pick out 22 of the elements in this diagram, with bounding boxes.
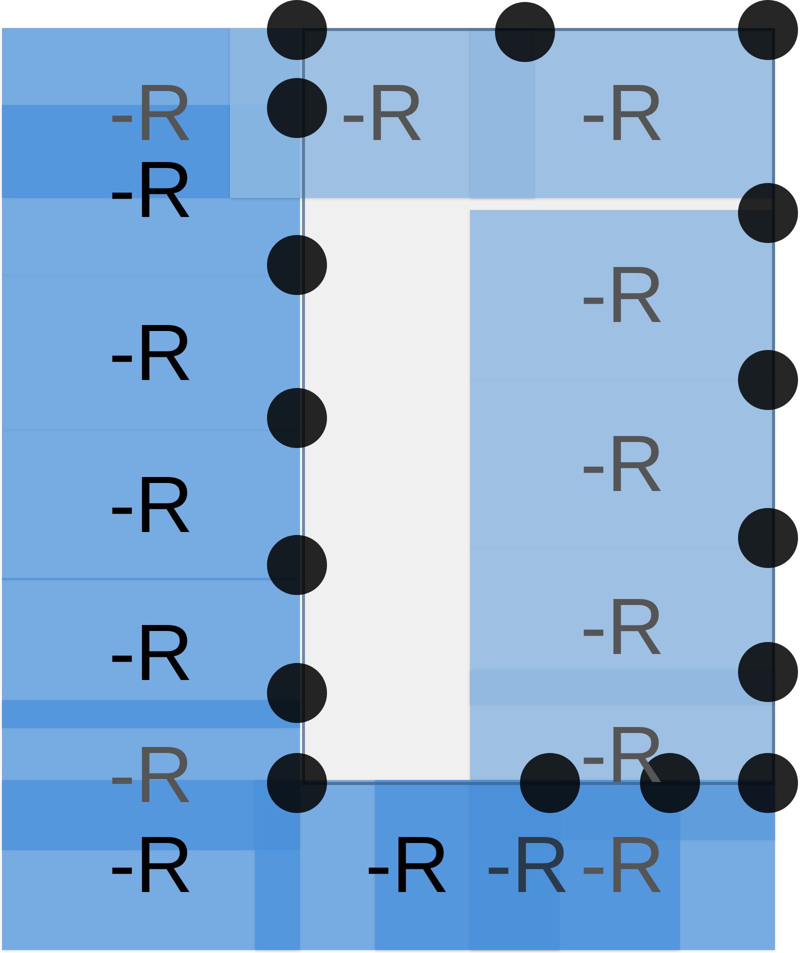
block-label: -R (108, 825, 194, 905)
block-label: -R (108, 150, 194, 230)
block (470, 380, 775, 548)
block-label: -R (108, 613, 194, 693)
block (470, 210, 775, 380)
block-label: -R (365, 825, 450, 905)
block-label: -R (580, 825, 665, 905)
block-label: -R (580, 715, 665, 795)
block (470, 28, 775, 198)
block-label: -R (485, 825, 570, 905)
block-label: -R (580, 424, 665, 504)
block-label: -R (580, 255, 665, 335)
block-label: -R (108, 73, 194, 153)
block (2, 430, 300, 580)
block-label: -R (108, 465, 194, 545)
block (2, 275, 300, 430)
block-label: -R (580, 73, 665, 153)
block (470, 780, 775, 950)
block-label: -R (340, 73, 425, 153)
block-label: -R (580, 586, 665, 666)
block-label: -R (108, 312, 194, 392)
block-label: -R (108, 735, 194, 815)
